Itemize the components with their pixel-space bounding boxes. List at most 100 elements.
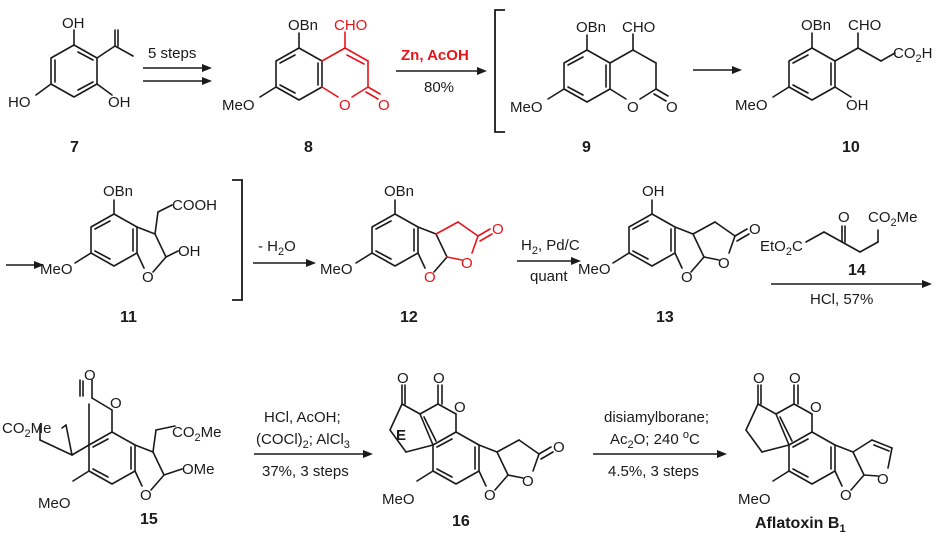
lactone-oxygen-label: O [110, 395, 122, 412]
compound-11-structure: OBn COOH OH O MeO [40, 183, 217, 286]
compound-16-structure: O O O E O O O MeO [382, 370, 565, 508]
ketone-oxygen-label: O [397, 370, 409, 387]
ring-e-label: E [396, 427, 406, 444]
compound-number-14: 14 [848, 262, 866, 279]
ketone-oxygen-label: O [753, 370, 765, 387]
oh-label: OH [108, 94, 131, 111]
reaction-9-line-1: disiamylborane; [604, 409, 709, 426]
lactone-carbonyl-oxygen-label: O [433, 370, 445, 387]
obn-label: OBn [103, 183, 133, 200]
cooh-label: COOH [172, 197, 217, 214]
reaction-8-line-1: HCl, AcOH; [264, 409, 341, 426]
co2me-label: CO2Me [2, 420, 51, 440]
co2me-label: CO2Me [172, 424, 221, 444]
reaction-arrow-7: HCl, 57% [771, 280, 932, 308]
reaction-5-conditions: - H2O [258, 238, 296, 258]
carbonyl-oxygen-label: O [749, 221, 761, 238]
meo-label: MeO [382, 491, 415, 508]
meo-label: MeO [735, 97, 768, 114]
compound-number-12: 12 [400, 309, 418, 326]
oh-label: OH [642, 183, 665, 200]
carbonyl-oxygen-label: O [492, 221, 504, 238]
bracket-left [494, 9, 505, 133]
reaction-2-yield: 80% [424, 79, 454, 96]
aflatoxin-b1-label: Aflatoxin B1 [755, 515, 846, 535]
lactone-carbonyl-oxygen-label: O [789, 370, 801, 387]
obn-label: OBn [576, 19, 606, 36]
furan-oxygen-label: O [681, 269, 693, 286]
obn-label: OBn [288, 17, 318, 34]
carbonyl-oxygen-label: O [553, 439, 565, 456]
reaction-8-line-2: (COCl)2; AlCl3 [256, 431, 350, 451]
cho-label: CHO [334, 17, 367, 34]
meo-label: MeO [40, 261, 73, 278]
compound-number-13: 13 [656, 309, 674, 326]
ketone-oxygen-label: O [838, 209, 850, 226]
reaction-8-line-3: 37%, 3 steps [262, 463, 349, 480]
reaction-arrow-1: 5 steps [143, 45, 212, 85]
oh-label: OH [178, 243, 201, 260]
oh-label: OH [846, 97, 869, 114]
co2me-label: CO2Me [868, 209, 917, 229]
dihydrofuran-oxygen-label: O [877, 471, 889, 488]
meo-label: MeO [510, 99, 543, 116]
carbonyl-oxygen-label: O [378, 97, 390, 114]
lactone-oxygen-label: O [522, 473, 534, 490]
compound-10-structure: OBn CHO CO2H MeO OH [735, 17, 932, 114]
furan-oxygen-label: O [840, 487, 852, 504]
ring-oxygen-label: O [627, 99, 639, 116]
furan-oxygen-label: O [140, 487, 152, 504]
compound-9-structure: OBn CHO MeO O O [510, 19, 678, 116]
compound-number-15: 15 [140, 511, 158, 528]
reaction-arrow-4 [6, 261, 44, 269]
compound-number-8: 8 [304, 139, 313, 156]
lactone-oxygen-label: O [461, 255, 473, 272]
compound-14-structure: O CO2Me EtO2C [760, 209, 917, 258]
reaction-7-conditions: HCl, 57% [810, 291, 873, 308]
compound-number-9: 9 [582, 139, 591, 156]
ho-label: HO [8, 94, 31, 111]
reaction-arrow-3 [693, 66, 742, 74]
bracket-right [232, 179, 243, 301]
oh-label: OH [62, 15, 85, 32]
reaction-arrow-5: - H2O [253, 238, 316, 267]
obn-label: OBn [801, 17, 831, 34]
meo-label: MeO [738, 491, 771, 508]
reaction-1-conditions: 5 steps [148, 45, 196, 62]
lactone-oxygen-label: O [718, 255, 730, 272]
reaction-arrow-6: H2, Pd/C quant [517, 237, 581, 285]
meo-label: MeO [578, 261, 611, 278]
cho-label: CHO [848, 17, 881, 34]
reaction-arrow-2: Zn, AcOH 80% [396, 47, 487, 96]
meo-label: MeO [38, 495, 71, 512]
compound-number-10: 10 [842, 139, 860, 156]
ring-oxygen-label: O [339, 97, 351, 114]
lactone-carbonyl-oxygen-label: O [84, 367, 96, 384]
compound-12-structure: OBn O O O MeO [320, 183, 504, 286]
aflatoxin-b1-structure: O O O O O MeO [738, 370, 893, 508]
reaction-9-line-3: 4.5%, 3 steps [608, 463, 699, 480]
lactone-oxygen-label: O [810, 399, 822, 416]
co2h-label: CO2H [893, 45, 932, 65]
compound-8-structure: OBn CHO MeO O O [222, 17, 390, 114]
compound-15-structure: O O CO2Me CO2Me OMe O MeO [2, 367, 221, 512]
lactone-oxygen-label: O [454, 399, 466, 416]
reaction-6-yield: quant [530, 268, 568, 285]
carbonyl-oxygen-label: O [666, 99, 678, 116]
compound-number-11: 11 [120, 309, 137, 326]
compound-number-7: 7 [70, 139, 79, 156]
furan-oxygen-label: O [484, 487, 496, 504]
reaction-6-reagents: H2, Pd/C [521, 237, 580, 257]
compound-number-16: 16 [452, 513, 470, 530]
compound-7-structure: OH OH HO [8, 15, 134, 111]
meo-label: MeO [222, 97, 255, 114]
furan-oxygen-label: O [424, 269, 436, 286]
meo-label: MeO [320, 261, 353, 278]
eto2c-label: EtO2C [760, 238, 803, 258]
ome-label: OMe [182, 461, 215, 478]
reaction-arrow-8: HCl, AcOH; (COCl)2; AlCl3 37%, 3 steps [254, 409, 373, 480]
obn-label: OBn [384, 183, 414, 200]
reaction-arrow-9: disiamylborane; Ac2O; 240 oC 4.5%, 3 ste… [593, 409, 727, 480]
cho-label: CHO [622, 19, 655, 36]
